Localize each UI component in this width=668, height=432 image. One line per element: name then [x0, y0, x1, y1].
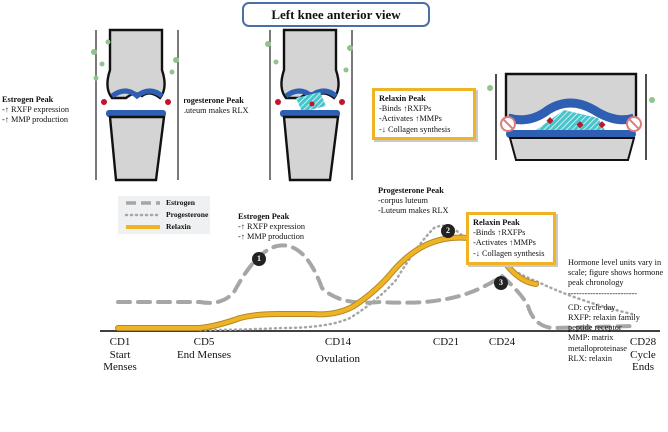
knee-illustration-estrogen [88, 28, 184, 182]
legend-item-estrogen: Estrogen [118, 197, 210, 209]
estrogen-note-line: -↑ RXFP expression [2, 105, 69, 115]
relaxin-chart-line: -Binds ↑RXFPs [473, 228, 526, 238]
progesterone-chart-line: -Luteum makes RLX [378, 206, 449, 216]
relaxin-chart-line: -Activates ↑MMPs [473, 238, 536, 248]
estrogen-curve [116, 243, 634, 331]
legend-item-relaxin: Relaxin [118, 221, 210, 233]
abbreviation-rlx: RLX: relaxin [568, 353, 613, 363]
marker-1: 1 [252, 252, 266, 266]
note-divider: ------------------------- [568, 288, 638, 298]
legend-swatch-progesterone [124, 213, 162, 217]
estrogen-peak-note: Estrogen Peak -↑ RXFP expression -↑ MMP … [2, 95, 107, 126]
relaxin-box-title: Relaxin Peak [379, 94, 426, 103]
scale-note: Hormone level units vary in scale; figur… [568, 258, 666, 364]
estrogen-note-title: Estrogen Peak [2, 95, 54, 104]
legend-swatch-estrogen [126, 201, 160, 205]
abbreviation-rxfp: RXFP: relaxin family peptide receptor [568, 313, 640, 333]
relaxin-box-line: -↓ Collagen synthesis [379, 124, 451, 134]
relaxin-chart-line: -↓ Collagen synthesis [473, 248, 545, 258]
relaxin-box-line: -Activates ↑MMPs [379, 114, 442, 124]
relaxin-box-line: -Binds ↑RXFPs [379, 104, 432, 114]
relaxin-chart-title: Relaxin Peak [473, 218, 520, 227]
chart-legend: Estrogen Progesterone Relaxin [118, 196, 210, 234]
scale-note-text: Hormone level units vary in scale; figur… [568, 258, 664, 288]
abbreviation-mmp: MMP: matrix metalloproteinase [568, 333, 627, 353]
estrogen-chart-title: Estrogen Peak [238, 212, 290, 221]
page-title: Left knee anterior view [242, 2, 430, 27]
axis-label-cd21: CD21 [432, 336, 460, 348]
progesterone-peak-note-top: Progesterone Peak -Luteum makes RLX [178, 96, 268, 116]
estrogen-chart-line: -↑ RXFP expression [238, 222, 305, 232]
progesterone-peak-chart-note: Progesterone Peak -corpus luteum -Luteum… [378, 186, 488, 217]
relaxin-peak-chart-box: Relaxin Peak -Binds ↑RXFPs -Activates ↑M… [466, 212, 556, 265]
progesterone-chart-line: -corpus luteum [378, 196, 429, 206]
marker-3: 3 [494, 276, 508, 290]
abbreviation-cd: CD: cycle day [568, 302, 616, 312]
progesterone-note-line: -Luteum makes RLX [178, 106, 249, 116]
knee-illustration-progesterone [262, 28, 358, 182]
knee-zoom-illustration [480, 72, 660, 161]
estrogen-peak-chart-note: Estrogen Peak -↑ RXFP expression -↑ MMP … [238, 212, 338, 243]
axis-label-cd24: CD24 [488, 336, 516, 348]
estrogen-chart-line: -↑ MMP production [238, 232, 305, 242]
progesterone-chart-title: Progesterone Peak [378, 186, 444, 195]
estrogen-note-line: -↑ MMP production [2, 115, 69, 125]
marker-2: 2 [441, 224, 455, 238]
relaxin-peak-box-top: Relaxin Peak -Binds ↑RXFPs -Activates ↑M… [372, 88, 476, 140]
legend-item-progesterone: Progesterone [118, 209, 210, 221]
legend-swatch-relaxin [126, 225, 160, 229]
progesterone-note-title: Progesterone Peak [178, 96, 244, 105]
